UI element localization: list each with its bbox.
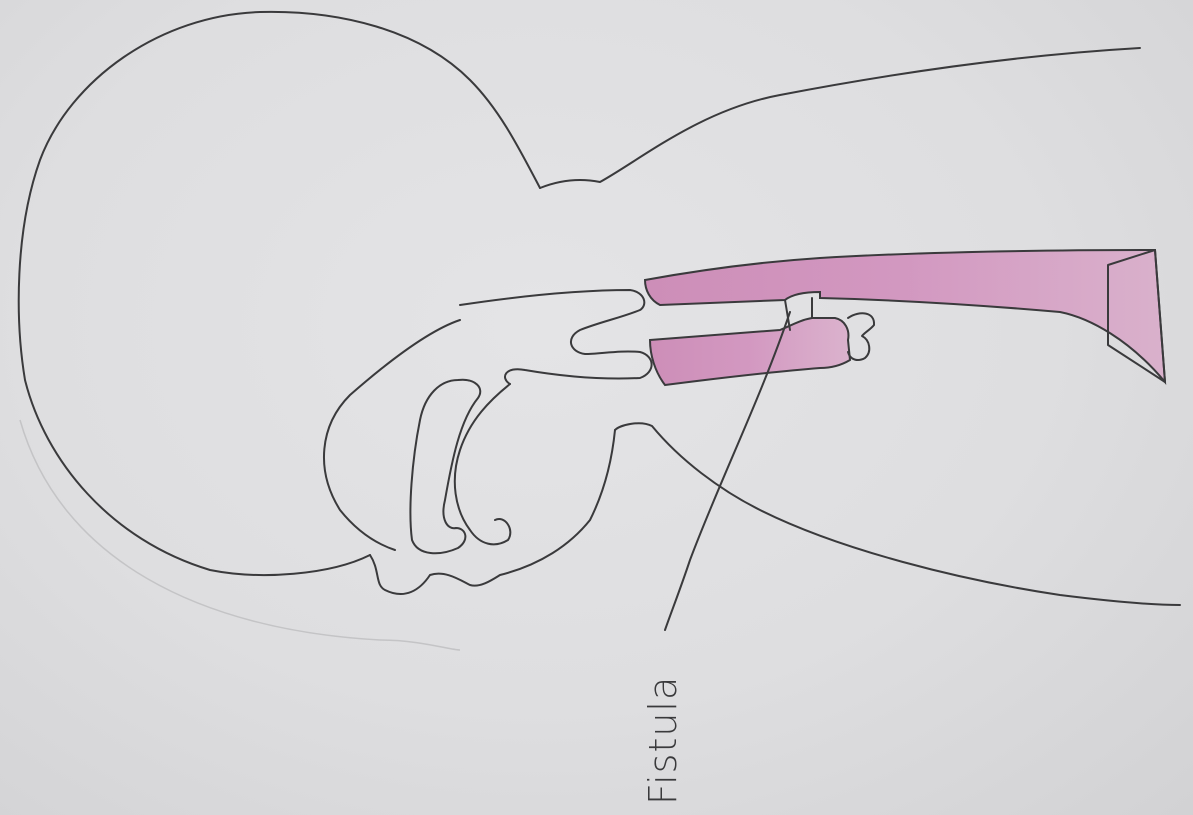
faint-trace	[20, 420, 460, 650]
palate-outline	[460, 290, 652, 384]
esophagus-bud	[848, 313, 874, 360]
tongue-outline	[410, 380, 510, 554]
neck-back-line	[540, 48, 1140, 188]
pharynx-wall	[615, 423, 1180, 605]
head-outline	[19, 12, 540, 575]
face-profile	[324, 320, 615, 594]
fistula-label: Fistula	[641, 676, 685, 805]
esophagus	[650, 318, 850, 385]
